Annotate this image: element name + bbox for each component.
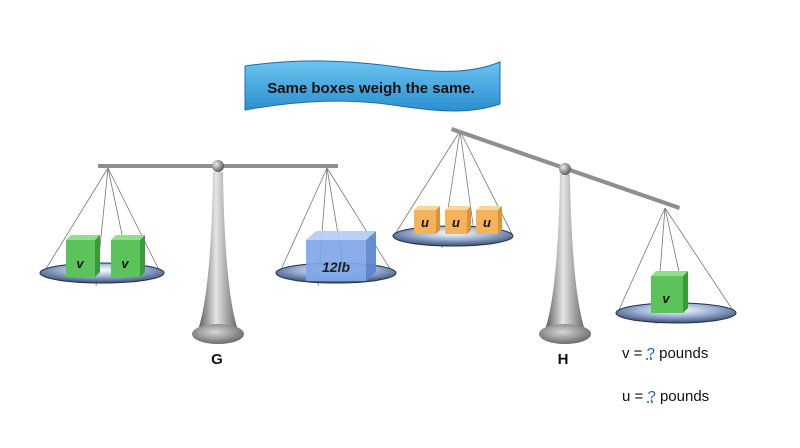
scale-g-left-pan [39,262,165,284]
scale-h: u u u v H [392,127,737,368]
box-12lb-label: 12lb [322,259,350,275]
answer-u: u = ? pounds [622,388,709,405]
scale-g-label: G [211,351,223,368]
box-12lb: 12lb [306,231,376,281]
banner-text: Same boxes weigh the same. [267,80,475,97]
scale-g: v v 12lb G [39,160,397,368]
answer-v-blank[interactable]: ? [646,345,655,362]
box-v-2: v [111,235,145,277]
box-v-3-label: v [662,291,670,306]
instruction-banner: Same boxes weigh the same. [244,60,501,112]
answer-v-unit: pounds [659,345,709,362]
box-u-2-label: u [452,215,460,230]
box-v-2-label: v [121,256,129,271]
scale-g-base [192,324,244,344]
box-u-3: u [476,206,502,234]
box-u-1: u [414,206,440,234]
answer-u-unit: pounds [659,388,710,405]
answer-v-equals: = [633,345,643,362]
answer-u-variable: u [622,388,631,405]
box-u-2: u [445,206,471,234]
box-v-1: v [66,235,100,277]
answer-u-blank[interactable]: ? [647,388,656,405]
scale-h-pole [545,174,585,330]
answer-u-equals: = [634,388,644,405]
answer-v-variable: v [622,345,630,362]
answer-v: v = ? pounds [622,345,708,362]
scale-h-base [539,324,591,344]
box-v-3: v [651,271,688,313]
scale-h-label: H [558,351,569,368]
box-v-1-label: v [76,256,84,271]
scale-g-pivot [212,160,224,172]
scale-g-pole [198,172,238,330]
scale-h-pivot [559,163,571,175]
box-u-3-label: u [483,215,491,230]
box-u-1-label: u [421,215,429,230]
